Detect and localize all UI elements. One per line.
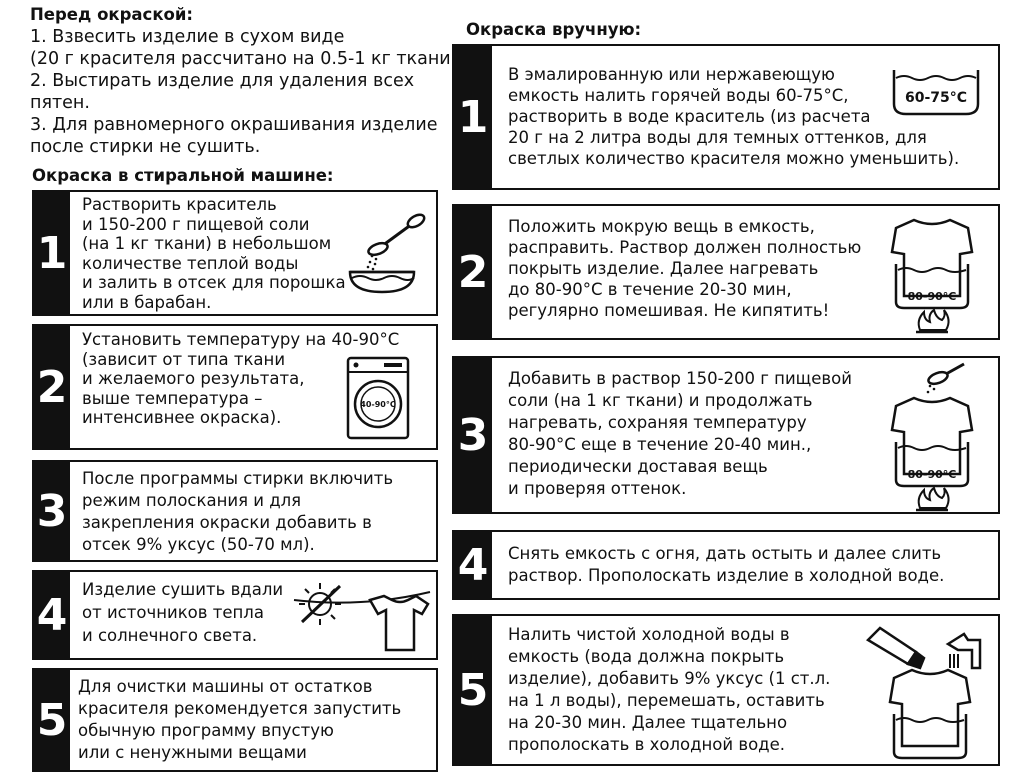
no-sun-drying-shirt-icon [293, 583, 431, 652]
salt-shirt-heating-icon: 80-90°С [890, 362, 974, 512]
before-line: 1. Взвесить изделие в сухом виде [30, 27, 345, 47]
step-text: Установить температуру на 40-90°С(зависи… [82, 330, 400, 427]
washing-machine-icon: 40-90°С [346, 356, 410, 440]
step-number: 5 [454, 616, 492, 764]
step-text: Снять емкость с огня, дать остыть и дале… [508, 544, 945, 585]
before-line: после стирки не сушить. [30, 137, 261, 157]
before-line: 2. Выстирать изделие для удаления всех [30, 71, 415, 91]
step-number: 3 [454, 358, 492, 512]
before-dyeing-title: Перед окраской: [30, 5, 194, 24]
step-number: 5 [34, 670, 70, 770]
step-text: Положить мокрую вещь в емкость,расправит… [508, 217, 862, 320]
before-line: пятен. [30, 93, 90, 113]
step-number: 4 [34, 572, 70, 658]
svg-text:80-90°С: 80-90°С [908, 290, 957, 303]
before-line: 3. Для равномерного окрашивания изделие [30, 115, 438, 135]
salt-spoon-bowl-icon [348, 213, 426, 294]
step-number: 3 [34, 462, 70, 560]
step-number: 2 [454, 206, 492, 338]
manual-step-4: 4 Снять емкость с огня, дать остыть и да… [452, 530, 1000, 600]
shirt-heating-icon: 80-90°С [890, 218, 974, 334]
svg-text:80-90°С: 80-90°С [908, 468, 957, 481]
step-number: 2 [34, 326, 70, 448]
svg-text:60-75°С: 60-75°С [905, 90, 967, 106]
step-number: 1 [34, 192, 70, 314]
before-line: (20 г красителя рассчитано на 0.5-1 кг т… [30, 49, 464, 69]
manual-step-2: 2 Положить мокрую вещь в емкость,расправ… [452, 204, 1000, 340]
step-number: 1 [454, 46, 492, 188]
before-dyeing-section: Перед окраской: 1. Взвесить изделие в су… [30, 4, 464, 158]
water-container-icon: 60-75°С [892, 70, 980, 116]
machine-step-2: 2 Установить температуру на 40-90°С(зави… [32, 324, 438, 450]
machine-dyeing-title: Окраска в стиральной машине: [32, 166, 334, 185]
vinegar-faucet-shirt-icon [865, 626, 982, 760]
manual-dyeing-title: Окраска вручную: [466, 20, 642, 39]
svg-text:40-90°С: 40-90°С [360, 400, 396, 409]
step-number: 4 [454, 532, 492, 598]
